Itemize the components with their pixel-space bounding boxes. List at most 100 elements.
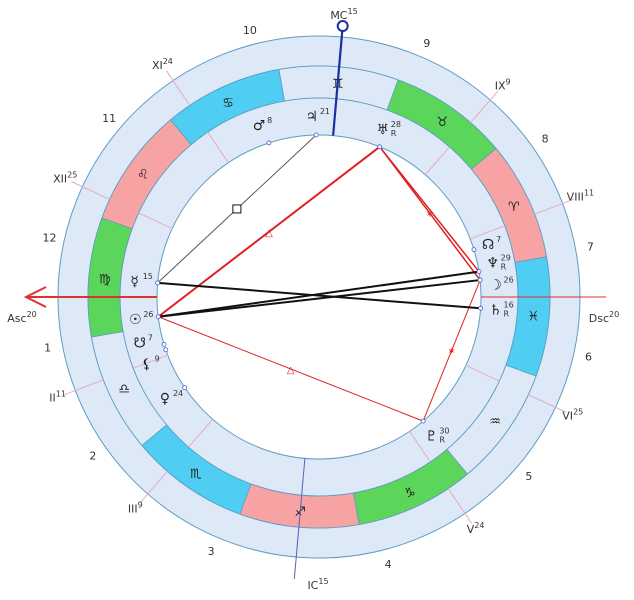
house-cusp-line	[470, 225, 505, 240]
scorpio-icon: ♏︎	[190, 467, 202, 482]
saturn-position-dot	[478, 305, 484, 311]
cusp-degree: 20	[609, 310, 619, 319]
taurus-icon: ♉︎	[436, 115, 448, 130]
jupiter-position-dot	[313, 132, 319, 138]
mercury-position-dot	[155, 280, 161, 286]
planet-mars: ♂︎8	[253, 116, 272, 134]
sign-segment-pisces	[505, 256, 551, 377]
house-cusp-line	[71, 181, 110, 200]
house-cusp-line	[534, 198, 575, 215]
house-cusp-line	[139, 471, 168, 504]
house-cusp-label: XII25	[53, 171, 77, 186]
house-number: 10	[243, 24, 257, 37]
venus-degree: 24	[173, 389, 183, 398]
sun-degree: 26	[143, 310, 153, 319]
neptune-degree: 29	[501, 253, 511, 262]
aspect-line-opposition	[157, 281, 481, 310]
aspect-lines: △△✶✶	[157, 134, 481, 422]
saturn-icon: ♄︎	[489, 303, 502, 319]
aspect-line-trine	[157, 146, 381, 318]
house-number: 9	[423, 37, 430, 50]
sun-icon: ☉︎	[129, 312, 142, 328]
neptune-retrograde-mark: R	[501, 262, 507, 271]
cusp-name: Dsc	[589, 312, 609, 325]
house-cusp-line	[138, 212, 173, 229]
venus-position-dot	[182, 385, 188, 390]
saturn-degree: 16	[504, 301, 514, 310]
aquarius-icon: ♒︎	[489, 414, 501, 429]
cusp-name: XII	[53, 173, 67, 186]
virgo-icon: ♍︎	[99, 272, 111, 287]
north-node-icon: ☊︎	[482, 237, 494, 253]
house-cusp-line	[63, 379, 104, 396]
house-cusp-label: II11	[49, 389, 66, 404]
house-cusp-line	[528, 394, 567, 413]
house-cusp-label: IC15	[307, 577, 328, 592]
house-cusp-label: III9	[128, 500, 143, 515]
aspect-line-trine	[158, 316, 424, 422]
chart-axes	[23, 20, 606, 579]
lilith-position-dot	[163, 347, 169, 353]
planet-lilith: ⚸︎9	[141, 354, 159, 372]
house-cusp-label: IX9	[495, 78, 511, 93]
pluto-icon: ♇︎	[425, 429, 438, 445]
house-cusp-line	[409, 431, 431, 463]
jupiter-icon: ♃︎	[306, 109, 319, 125]
zodiac-sign-ring: ♈︎♉︎♊︎♋︎♌︎♍︎♎︎♏︎♐︎♑︎♒︎♓︎	[87, 65, 551, 529]
house-cusp-label: Dsc20	[589, 310, 619, 325]
planet-south-node: ☋︎7	[134, 333, 153, 351]
cusp-name: Asc	[7, 312, 26, 325]
cusp-degree: 9	[506, 78, 511, 87]
house-cusps	[63, 70, 575, 524]
pluto-retrograde-mark: R	[439, 436, 445, 445]
mars-degree: 8	[267, 116, 272, 125]
planet-jupiter: ♃︎21	[306, 107, 330, 125]
house-cusp-label: VIII11	[567, 189, 594, 204]
cancer-icon: ♋︎	[222, 96, 234, 111]
cusp-name: VIII	[567, 191, 584, 204]
mercury-degree: 15	[143, 272, 153, 281]
cusp-name: IC	[307, 579, 318, 592]
saturn-retrograde-mark: R	[504, 310, 510, 319]
house-cusp-label: VI25	[562, 407, 583, 422]
house-cusp-line	[207, 131, 229, 163]
house-number: 2	[89, 449, 96, 462]
uranus-retrograde-mark: R	[391, 129, 397, 138]
mars-icon: ♂︎	[253, 118, 266, 134]
cusp-name: II	[49, 391, 56, 404]
house-number: 11	[102, 112, 116, 125]
planet-mercury: ☿︎15	[130, 272, 152, 290]
cusp-degree: 15	[347, 7, 357, 16]
house-cusp-line	[133, 354, 168, 369]
house-cusp-line	[424, 146, 450, 176]
house-labels: Asc201II112III93IC154V245VI256Dsc207VIII…	[7, 7, 619, 592]
north-node-position-dot	[471, 247, 477, 253]
aspect-circle	[156, 134, 482, 460]
house-cusp-label: V24	[467, 521, 485, 536]
house-cusp-label: XI24	[152, 57, 173, 72]
midheaven-axis-line	[332, 30, 344, 136]
aspect-line-opposition	[158, 279, 481, 318]
house-cusp-line	[465, 365, 500, 382]
chart-rings	[57, 35, 581, 559]
planet-sun: ☉︎26	[129, 310, 153, 328]
uranus-position-dot	[377, 144, 383, 150]
cusp-name: III	[128, 502, 138, 515]
cusp-degree: 25	[67, 171, 77, 180]
cusp-degree: 24	[163, 57, 173, 66]
house-number: 5	[525, 470, 532, 483]
aspect-line-sextile	[379, 146, 480, 273]
cusp-name: XI	[152, 59, 163, 72]
cusp-degree: 15	[318, 577, 328, 586]
cusp-name: MC	[330, 9, 347, 22]
planet-markers: ☉︎26☽︎26☿︎15♀︎24♂︎8♃︎21♄︎16R♅︎28R♆︎29R♇︎…	[129, 107, 514, 445]
south-node-degree: 7	[148, 333, 153, 342]
planet-uranus: ♅︎28R	[377, 120, 401, 138]
house-number: 3	[208, 545, 215, 558]
house-cusp-label: Asc20	[7, 310, 37, 325]
house-number: 7	[587, 241, 594, 254]
neptune-icon: ♆︎	[486, 255, 499, 271]
capricorn-icon: ♑︎	[404, 486, 416, 501]
pluto-degree: 30	[439, 427, 449, 436]
